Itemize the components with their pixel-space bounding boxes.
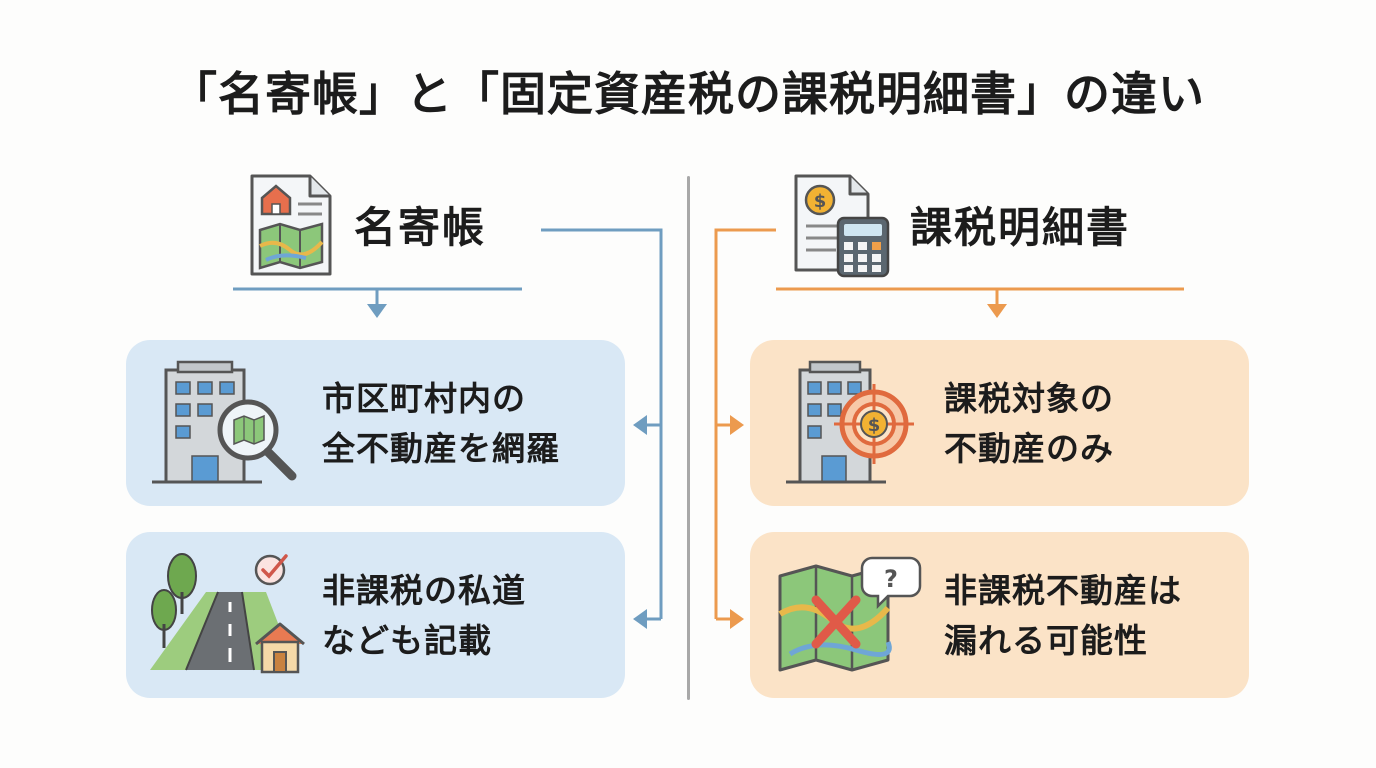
right-card-2-text: 非課税不動産は 漏れる可能性 xyxy=(944,566,1182,666)
right-card-1-line2: 不動産のみ xyxy=(944,429,1114,468)
map-cross-question-icon: ? xyxy=(778,556,922,672)
left-card-private-roads: 非課税の私道 なども記載 xyxy=(126,532,625,698)
building-target-dollar-icon: $ xyxy=(786,360,914,484)
svg-text:?: ? xyxy=(884,565,898,593)
svg-text:$: $ xyxy=(814,191,827,212)
right-card-2-line2: 漏れる可能性 xyxy=(944,621,1148,660)
right-branch-2-arrowhead xyxy=(730,609,744,629)
left-card-1-text: 市区町村内の 全不動産を網羅 xyxy=(322,374,560,474)
right-header-label: 課税明細書 xyxy=(910,203,1131,252)
left-header-label: 名寄帳 xyxy=(354,203,487,252)
center-divider xyxy=(687,176,690,700)
right-bracket-line xyxy=(714,228,776,619)
left-card-2-line1: 非課税の私道 xyxy=(322,571,526,610)
road-house-check-icon xyxy=(150,553,305,674)
left-card-1-line2: 全不動産を網羅 xyxy=(322,429,560,468)
right-card-may-omit: ? 非課税不動産は 漏れる可能性 xyxy=(750,532,1249,698)
left-card-2-text: 非課税の私道 なども記載 xyxy=(322,566,526,666)
left-card-all-properties: 市区町村内の 全不動産を網羅 xyxy=(126,340,625,506)
left-branch-1-arrowhead xyxy=(633,415,647,435)
left-header: 名寄帳 xyxy=(246,174,546,282)
svg-text:$: $ xyxy=(868,415,881,436)
left-branch-2-arrowhead xyxy=(633,609,647,629)
right-card-1-text: 課税対象の 不動産のみ xyxy=(944,374,1114,474)
left-card-1-line1: 市区町村内の xyxy=(322,379,526,418)
document-house-map-icon xyxy=(250,174,332,276)
left-down-arrowhead xyxy=(367,304,387,318)
right-card-2-line1: 非課税不動産は xyxy=(944,571,1182,610)
right-card-taxable-only: $ 課税対象の 不動産のみ xyxy=(750,340,1249,506)
left-bracket-line xyxy=(541,228,663,619)
document-dollar-calculator-icon: $ xyxy=(794,174,890,278)
right-branch-1-arrowhead xyxy=(730,415,744,435)
building-magnifier-map-icon xyxy=(152,360,297,484)
left-card-2-line2: なども記載 xyxy=(322,621,492,660)
right-header: $ 課税明細書 xyxy=(792,174,1212,282)
right-card-1-line1: 課税対象の xyxy=(944,379,1114,418)
right-down-arrowhead xyxy=(987,304,1007,318)
page-title: 「名寄帳」と「固定資産税の課税明細書」の違い xyxy=(171,67,1205,121)
